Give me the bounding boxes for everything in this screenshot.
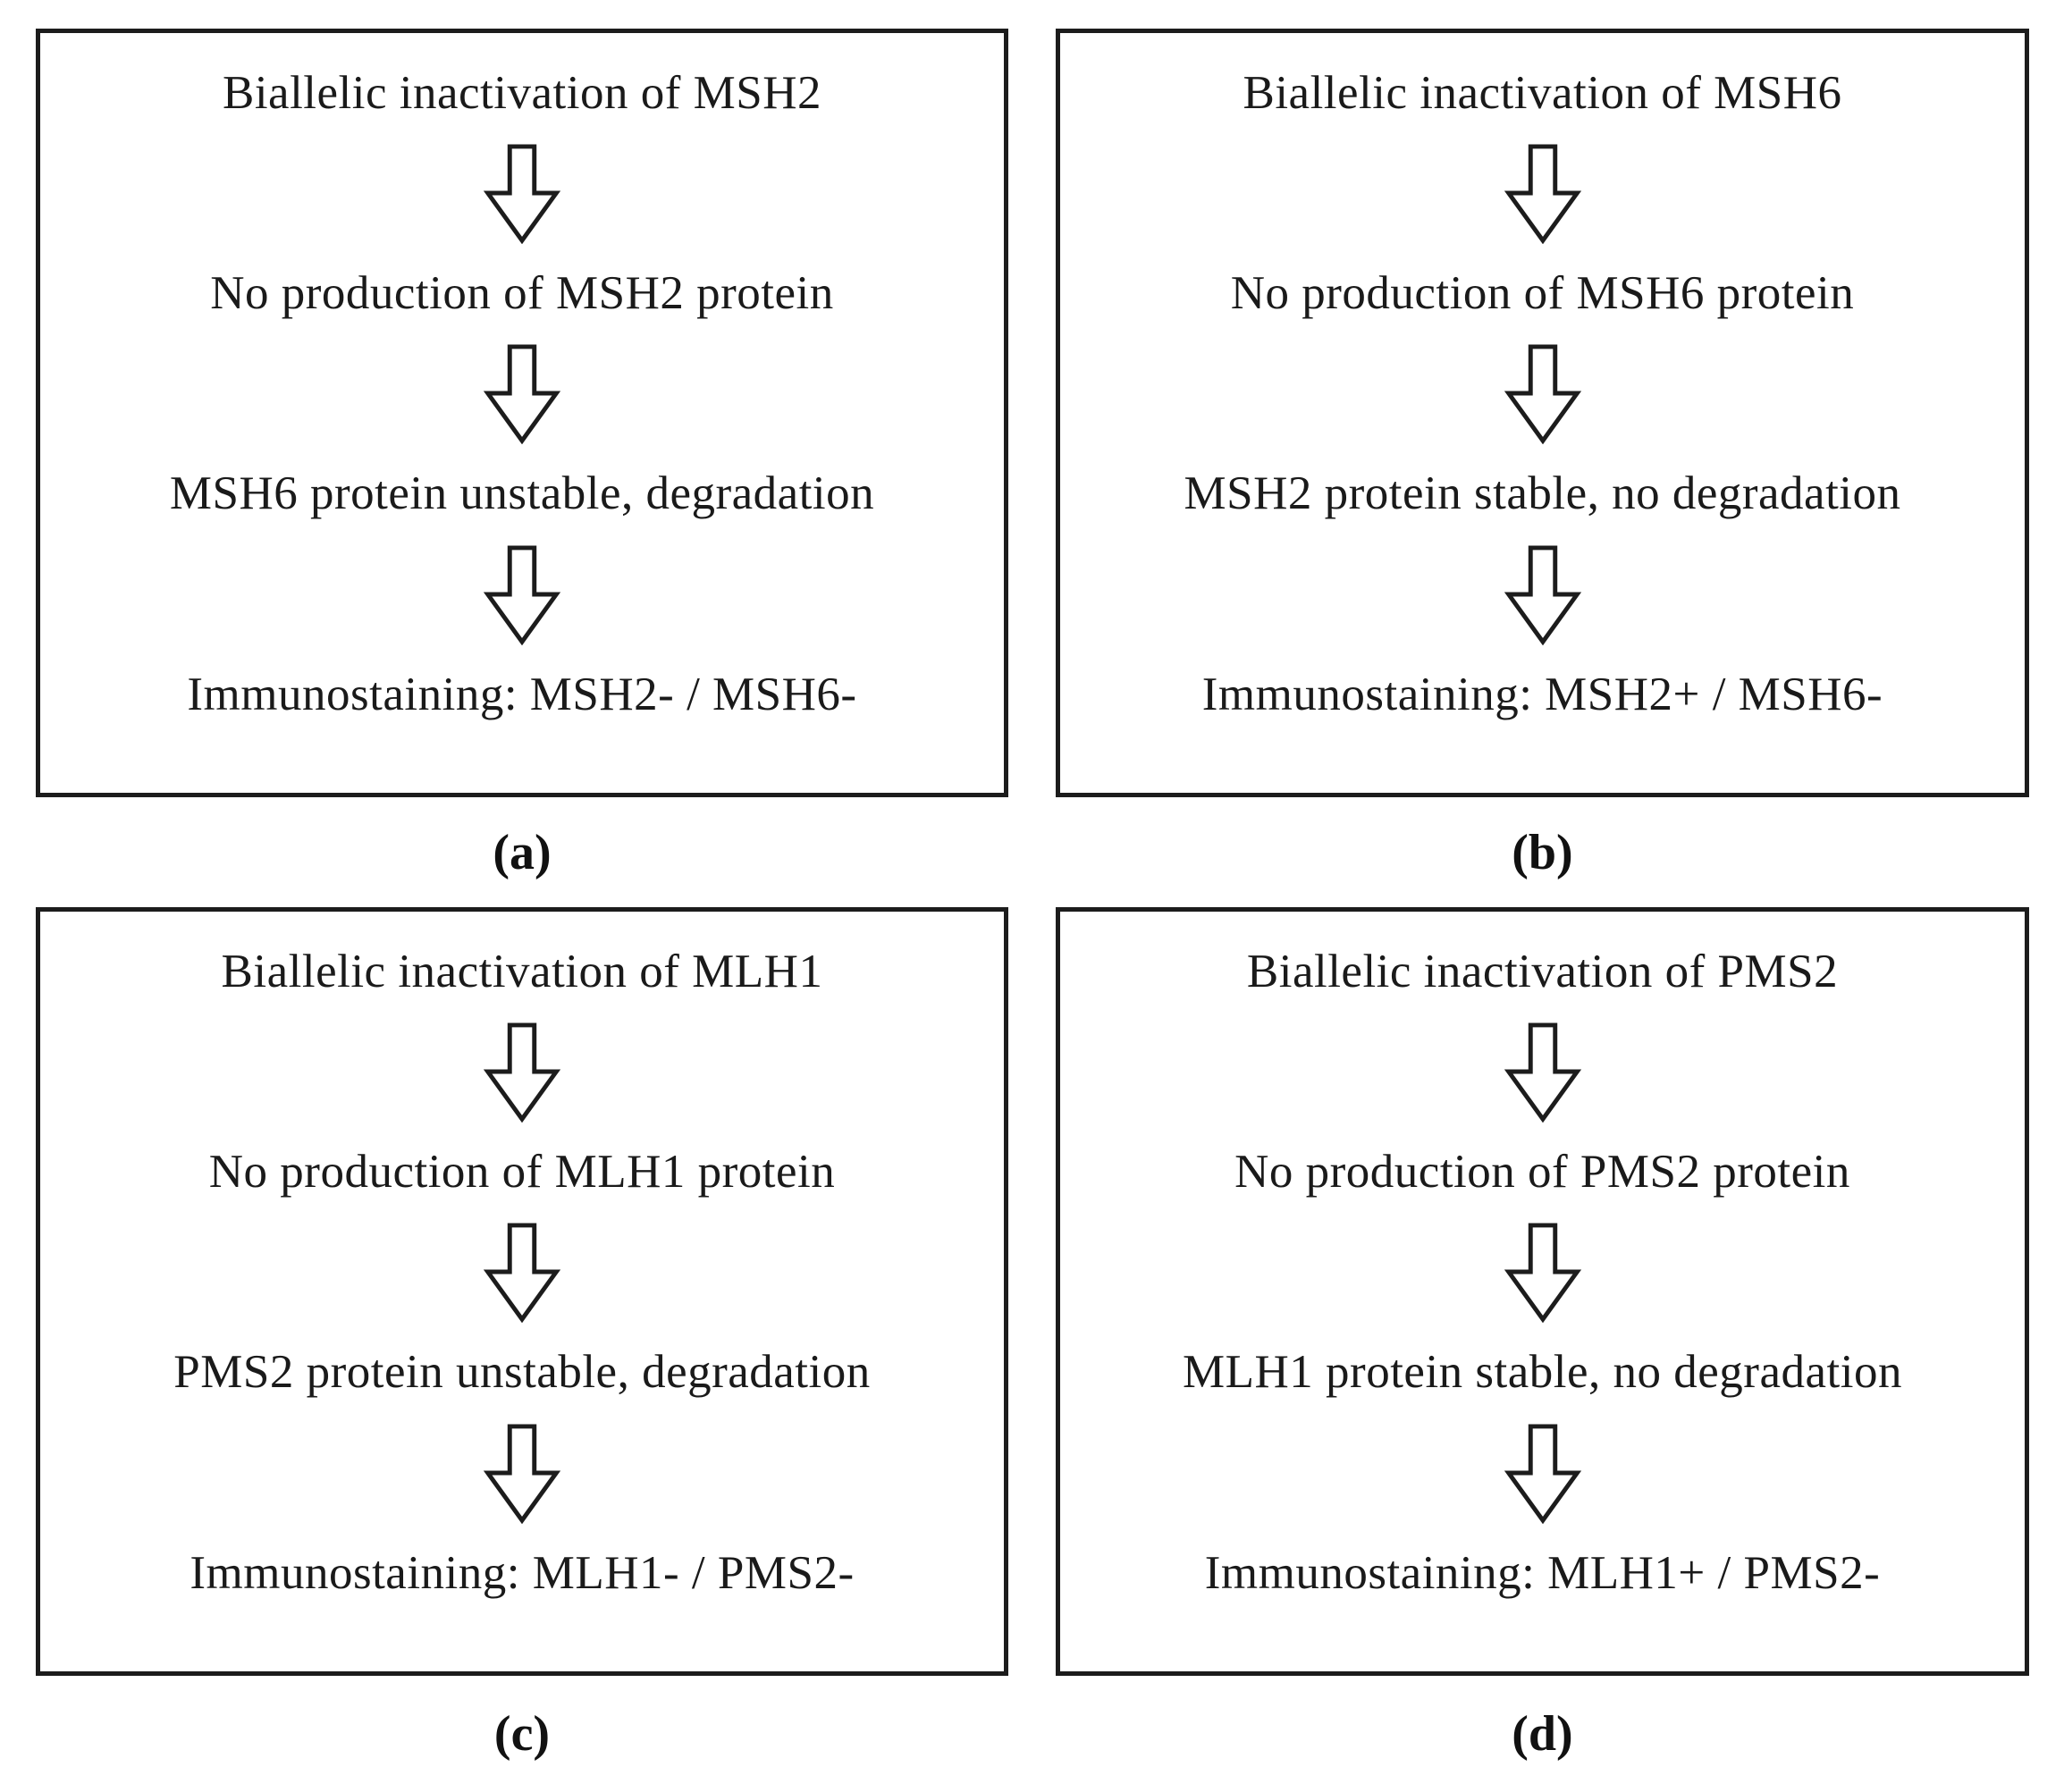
down-arrow-icon xyxy=(1498,1222,1588,1324)
panel-c-box: Biallelic inactivation of MLH1 No produc… xyxy=(36,907,1008,1676)
down-arrow-icon xyxy=(477,1423,567,1524)
down-arrow-icon xyxy=(477,1022,567,1123)
flow-step: No production of MSH2 protein xyxy=(210,267,834,320)
flow-step: Immunostaining: MLH1+ / PMS2- xyxy=(1204,1546,1881,1599)
panel-d-box: Biallelic inactivation of PMS2 No produc… xyxy=(1056,907,2029,1676)
down-arrow-icon xyxy=(477,343,567,445)
down-arrow-icon xyxy=(477,1222,567,1324)
flow-step: MSH2 protein stable, no degradation xyxy=(1184,467,1901,520)
panel-d: Biallelic inactivation of PMS2 No produc… xyxy=(1056,907,2029,1792)
panel-a-box: Biallelic inactivation of MSH2 No produc… xyxy=(36,29,1008,797)
down-arrow-icon xyxy=(1498,1423,1588,1524)
down-arrow-icon xyxy=(477,544,567,645)
panel-label-c: (c) xyxy=(493,1706,551,1762)
panel-b: Biallelic inactivation of MSH6 No produc… xyxy=(1056,29,2029,907)
flow-step: Immunostaining: MSH2+ / MSH6- xyxy=(1201,668,1883,720)
flow-step: Biallelic inactivation of MSH2 xyxy=(222,67,822,119)
flow-step: No production of PMS2 protein xyxy=(1234,1146,1850,1199)
down-arrow-icon xyxy=(1498,343,1588,445)
flow-step: Biallelic inactivation of MLH1 xyxy=(221,946,823,997)
panel-b-box: Biallelic inactivation of MSH6 No produc… xyxy=(1056,29,2029,797)
panel-label-a: (a) xyxy=(493,824,552,880)
flow-step: Biallelic inactivation of MSH6 xyxy=(1243,67,1842,119)
flow-step: MSH6 protein unstable, degradation xyxy=(169,467,875,520)
panel-c: Biallelic inactivation of MLH1 No produc… xyxy=(36,907,1008,1792)
flow-step: Immunostaining: MSH2- / MSH6- xyxy=(187,668,857,720)
flow-step: PMS2 protein unstable, degradation xyxy=(173,1346,871,1399)
flow-step: No production of MLH1 protein xyxy=(208,1146,836,1199)
down-arrow-icon xyxy=(1498,143,1588,245)
flow-step: Immunostaining: MLH1- / PMS2- xyxy=(190,1546,855,1599)
flow-step: MLH1 protein stable, no degradation xyxy=(1183,1346,1902,1399)
panel-label-d: (d) xyxy=(1512,1706,1573,1762)
down-arrow-icon xyxy=(1498,544,1588,645)
panel-a: Biallelic inactivation of MSH2 No produc… xyxy=(36,29,1008,907)
flow-step: Biallelic inactivation of PMS2 xyxy=(1246,946,1839,997)
panel-label-b: (b) xyxy=(1512,824,1573,880)
down-arrow-icon xyxy=(477,143,567,245)
flow-step: No production of MSH6 protein xyxy=(1230,267,1855,320)
down-arrow-icon xyxy=(1498,1022,1588,1123)
